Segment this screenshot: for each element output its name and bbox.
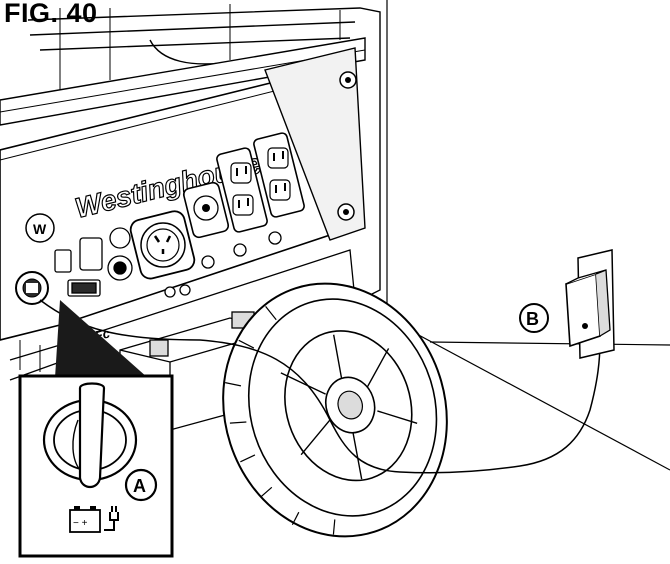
wall-floor-lines	[386, 0, 670, 471]
brand-emblem-icon	[25, 213, 55, 243]
callout-a-circle	[124, 468, 158, 502]
charge-port-cap	[78, 382, 106, 489]
twist-lock-outlet	[129, 210, 196, 280]
emblem-letter: W	[33, 221, 47, 237]
floor-wall-line	[386, 317, 670, 471]
callout-b-label: B	[526, 309, 539, 329]
battery-symbol-text: − +	[73, 518, 88, 529]
figure-title: FIG. 40	[4, 0, 98, 28]
circuit-breakers	[164, 231, 282, 298]
wheel-spokes	[280, 334, 418, 480]
duplex-outlet-right	[253, 132, 305, 218]
callout-b-circle	[519, 303, 549, 333]
medium-outlet	[182, 181, 230, 239]
inset-pointer	[55, 300, 148, 378]
generator-frame	[0, 4, 381, 301]
charging-cable	[39, 299, 601, 474]
generator-wheel	[222, 282, 448, 538]
control-switches	[54, 227, 133, 297]
charger-adapter	[565, 272, 601, 348]
wall-charger: B	[519, 249, 615, 359]
inset-detail: − + A	[18, 300, 174, 558]
tire-tread	[225, 306, 336, 535]
floor-line-right	[429, 341, 670, 346]
duplex-outlet-left	[216, 147, 268, 233]
battery-charging-port	[15, 271, 49, 305]
callout-a-label: A	[133, 476, 146, 496]
battery-plug-icon: − +	[69, 506, 119, 533]
control-panel: Westinghouse W	[0, 47, 366, 341]
